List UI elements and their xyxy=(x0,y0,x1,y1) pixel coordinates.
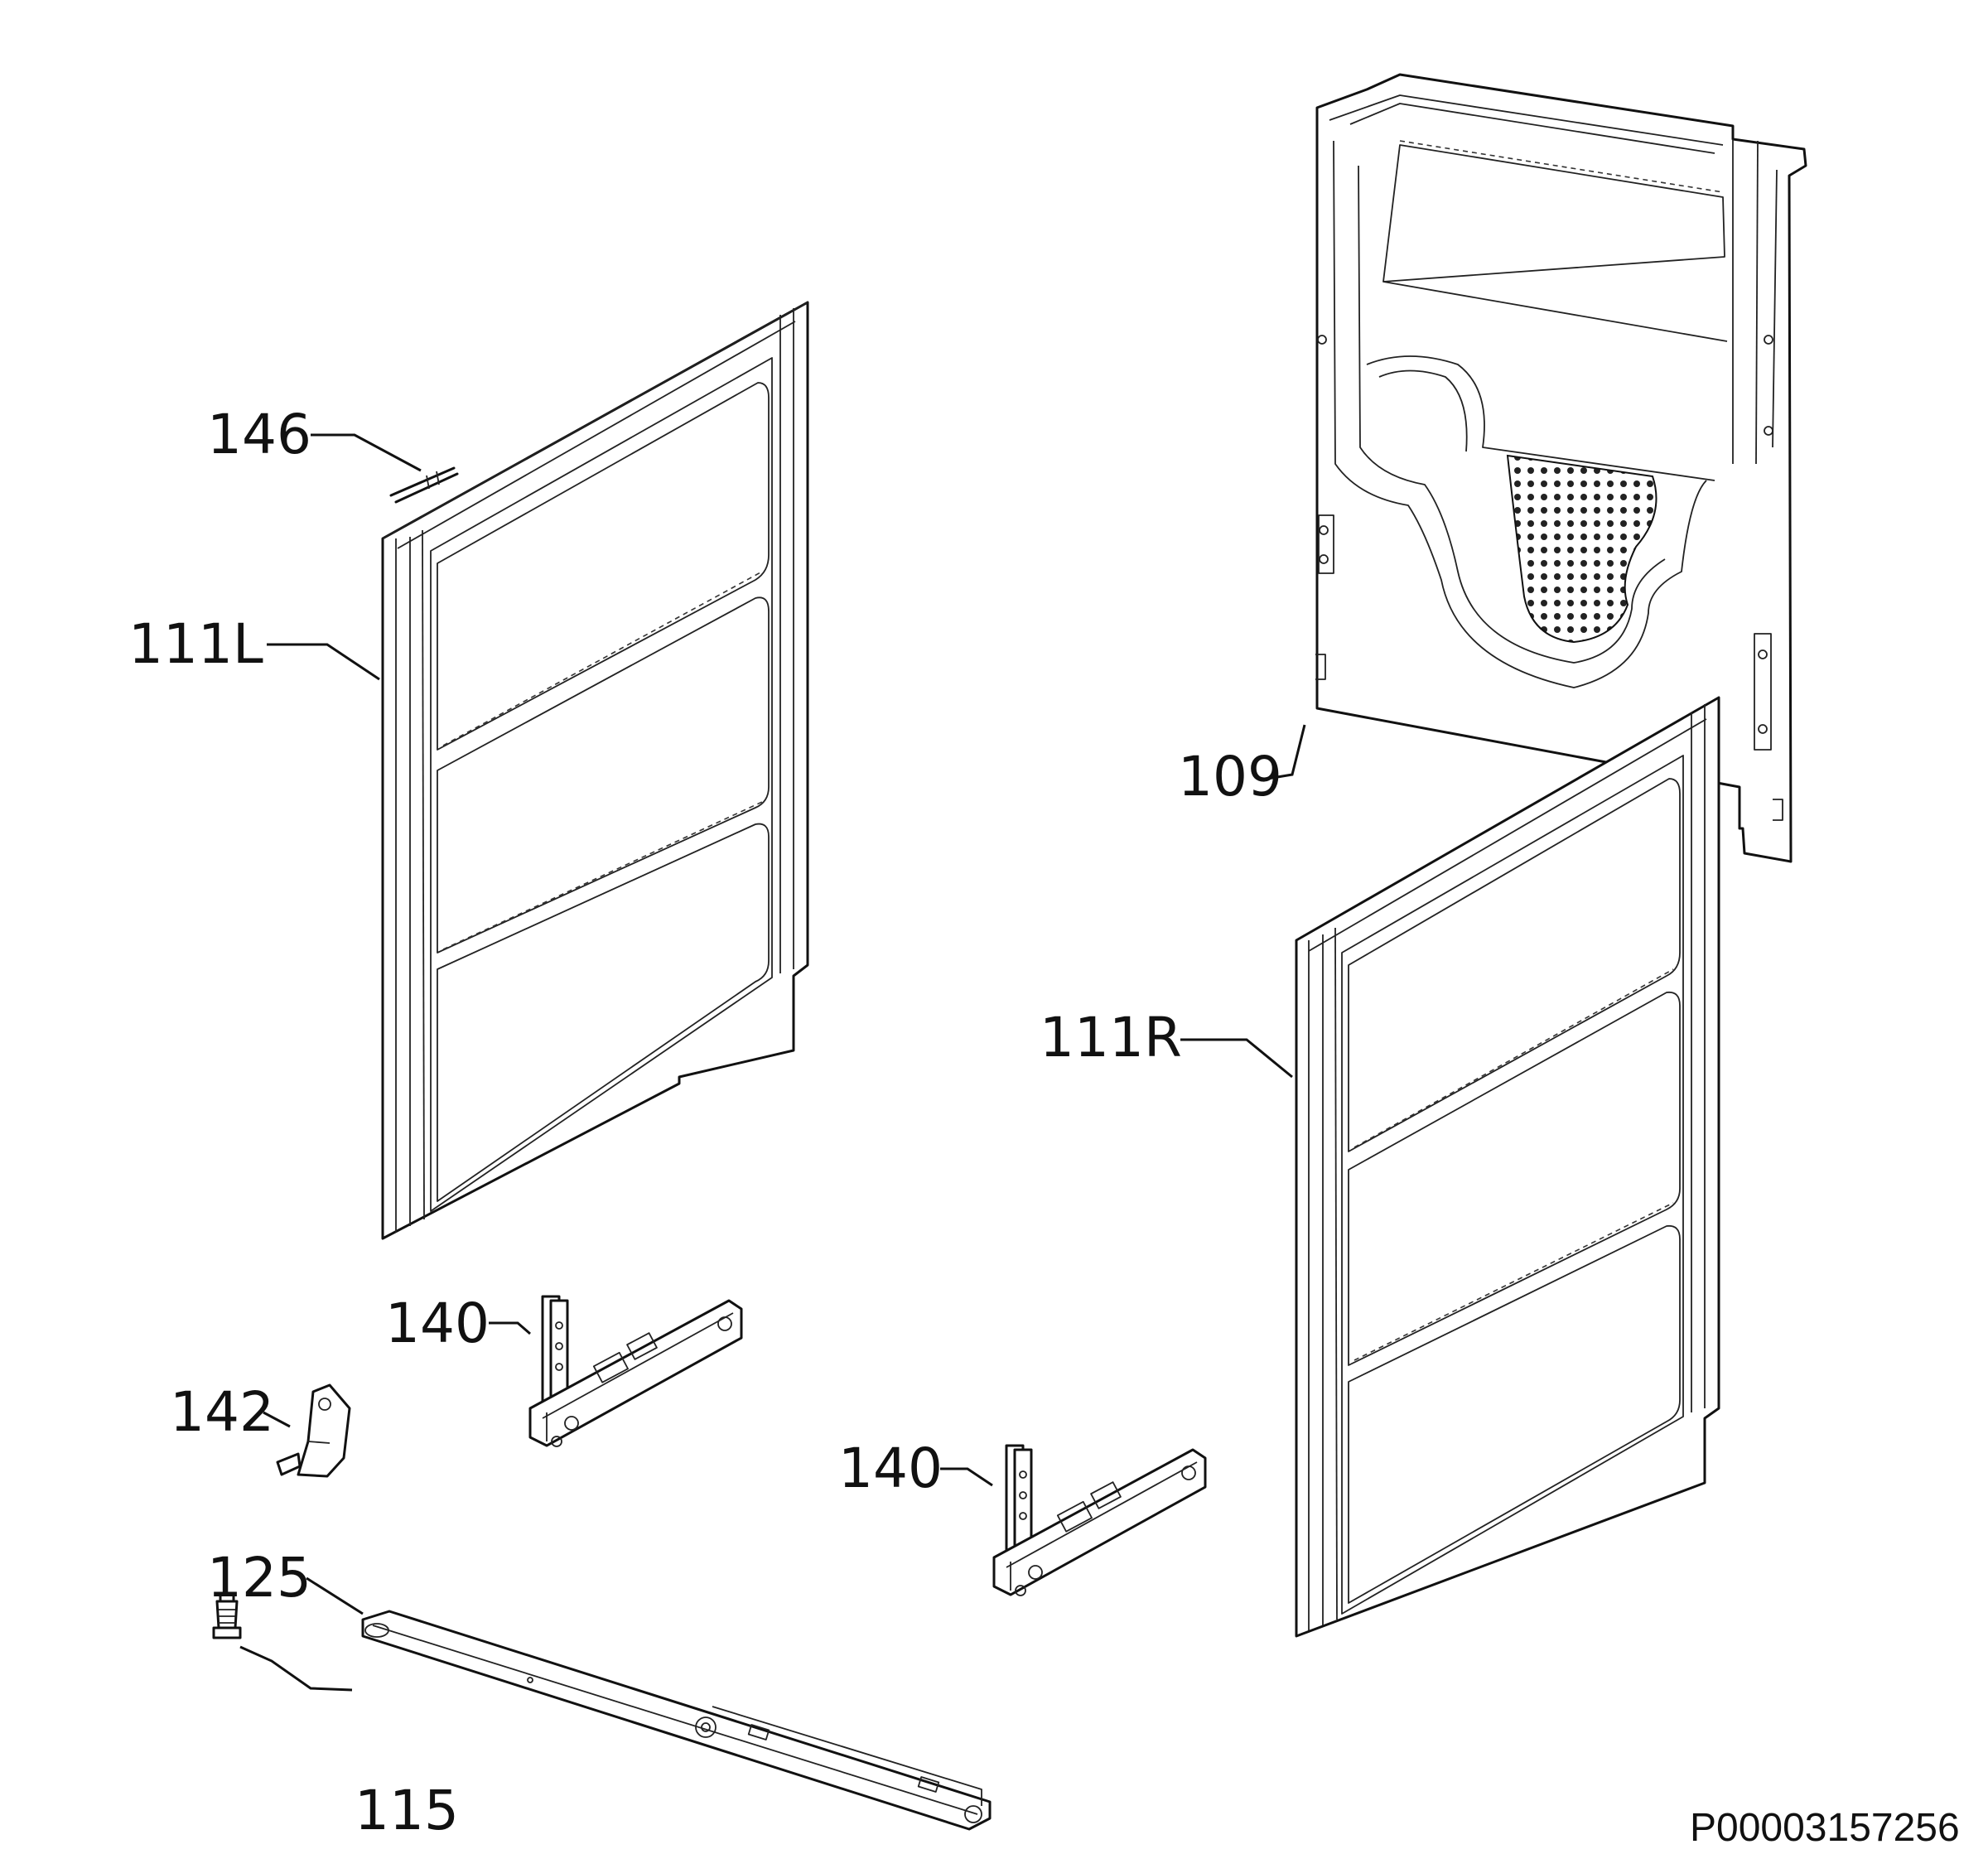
label-115: 115 xyxy=(355,1779,459,1842)
label-142: 142 xyxy=(170,1380,274,1444)
document-code: P00003157256 xyxy=(1690,1806,1960,1850)
part-111R-right-side-panel xyxy=(1295,696,1720,1638)
part-146-clip xyxy=(389,466,459,504)
label-146: 146 xyxy=(207,403,311,466)
vent-grille-icon xyxy=(1506,454,1657,644)
leader-lines xyxy=(239,433,1306,1692)
label-140-left: 140 xyxy=(385,1292,490,1355)
label-140-right: 140 xyxy=(838,1436,943,1500)
label-125: 125 xyxy=(207,1546,311,1610)
label-109: 109 xyxy=(1178,745,1282,809)
label-111L: 111L xyxy=(128,612,263,676)
part-109-rear-panel xyxy=(1315,73,1807,863)
part-labels: 146 111L 109 111R 140 142 140 125 115 xyxy=(128,403,1282,1842)
part-125-bottom-rail xyxy=(361,1610,992,1831)
part-140-hinge-left xyxy=(528,1295,743,1447)
part-140-hinge-right xyxy=(992,1444,1207,1596)
part-142-bracket xyxy=(276,1383,351,1478)
part-115-screw xyxy=(212,1593,242,1639)
part-111L-left-side-panel xyxy=(381,301,809,1240)
label-111R: 111R xyxy=(1040,1006,1182,1069)
